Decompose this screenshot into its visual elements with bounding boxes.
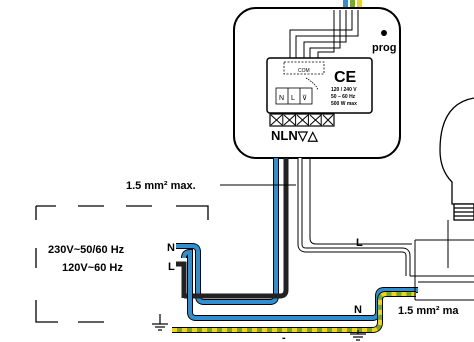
supply-enclosure [35, 205, 209, 323]
top-wire-stubs [343, 0, 362, 8]
internal-terminal-l: L [291, 95, 295, 102]
supply-voltage-line1: 230V~50/60 Hz [48, 244, 125, 256]
live-wire [184, 158, 289, 299]
wire-gauge-label-right: 1.5 mm² ma [398, 305, 459, 317]
internal-terminal-n: N [279, 95, 284, 102]
supply-terminal-l: L [168, 261, 175, 273]
ground-icon-supply [152, 314, 168, 331]
terminal-strip-label: NLN▽△ [271, 128, 319, 143]
wire-gauge-label-left: 1.5 mm² max. [126, 180, 196, 192]
light-bulb-icon [439, 97, 474, 221]
prog-label: prog [372, 42, 396, 54]
supply-terminal-n: N [167, 242, 175, 254]
relay-chip [283, 61, 325, 75]
switched-live-label: L [356, 237, 363, 249]
ground-icon-bottom [350, 330, 366, 341]
switched-live-wire [297, 158, 411, 276]
supply-l-lead [176, 261, 187, 298]
junction-box-outline [414, 239, 474, 301]
ce-mark: CE [334, 69, 357, 86]
relay-chip-label: COM [298, 68, 310, 74]
supply-voltage-line2: 120V~60 Hz [62, 262, 123, 274]
neutral-label: N [354, 304, 362, 316]
module-internal-wires [289, 10, 359, 62]
spec-line-power: 500 W max [331, 101, 357, 107]
earth-dash-label: - [282, 332, 286, 342]
neutral-wire [190, 158, 276, 274]
terminal-strip [269, 113, 335, 127]
internal-terminal-block: N L ⊽ [275, 77, 319, 105]
prog-button-icon[interactable] [381, 30, 387, 36]
internal-terminal-out: ⊽ [302, 94, 307, 102]
spec-line-voltage: 120 / 240 V [331, 87, 357, 93]
spec-line-frequency: 50 – 60 Hz [331, 94, 356, 100]
